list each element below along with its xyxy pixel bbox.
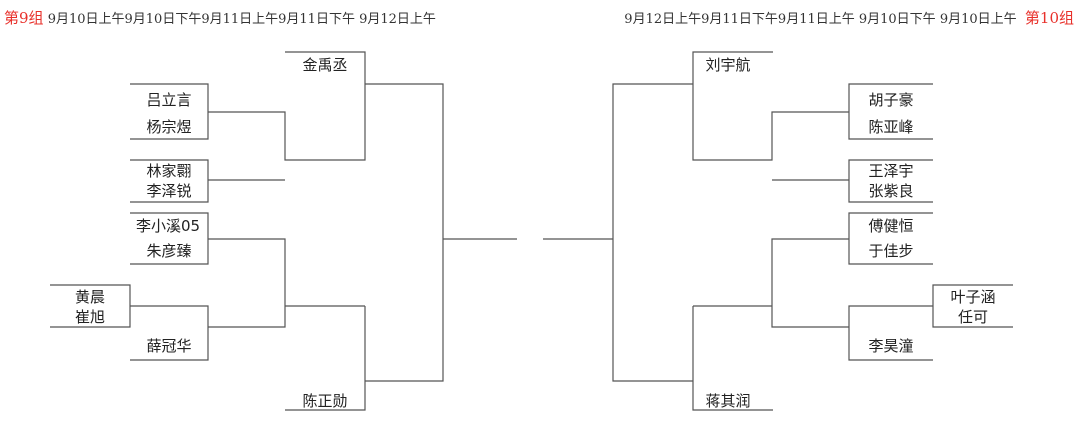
player-name: 李昊潼 [868,337,914,355]
player-name: 蒋其润 [705,392,751,410]
line-right-m1 [848,83,933,140]
player-name: 叶子涵 [950,288,996,306]
line-right-m2 [848,159,933,203]
line-left-final [365,83,444,382]
player-name: 林家翾 [146,162,192,180]
line-left-q2 [208,238,286,328]
line-right-top-semi [692,51,849,161]
player-name: 傅健恒 [868,217,914,235]
player-name: 崔旭 [74,308,105,326]
line-left-m2 [130,159,209,203]
group-10-label: 第10组 [1024,9,1074,27]
player-name: 吕立言 [146,91,192,109]
player-name: 张紫良 [868,182,914,200]
line-left-bottom-semi [285,306,366,411]
player-name: 于佳步 [868,242,914,260]
line-left-m5 [130,305,209,361]
player-name: 李泽锐 [146,182,192,200]
left-schedule: 9月10日上午9月10日下午9月11日上午9月11日下午 9月12日上午 [47,12,436,27]
line-right-final [612,83,693,382]
player-name: 金禹丞 [302,56,348,74]
player-name: 任可 [957,308,988,326]
player-name: 李小溪05 [135,217,201,235]
player-name: 王泽宇 [868,162,914,180]
line-right-m4 [932,284,1013,328]
line-left-top-semi [208,51,366,161]
player-name: 陈亚峰 [868,118,914,136]
line-left-m1 [130,83,209,140]
line-right-bottom-semi [692,306,773,411]
player-name: 刘宇航 [705,56,751,74]
line-right-m5 [848,305,933,361]
left-header: 第9组 9月10日上午9月10日下午9月11日上午9月11日下午 9月12日上午 [4,7,436,28]
line-right-q2 [771,238,849,328]
player-name: 胡子豪 [868,91,914,109]
right-schedule: 9月12日上午9月11日下午9月11日上午 9月10日下午 9月10日上午 [624,12,1017,27]
player-name: 杨宗煜 [146,118,192,136]
player-name: 朱彦臻 [146,242,192,260]
right-header: 9月12日上午9月11日下午9月11日上午 9月10日下午 9月10日上午 第1… [624,7,1074,28]
player-name: 陈正勋 [302,392,348,410]
line-left-m4 [50,284,131,328]
group-9-label: 第9组 [4,9,44,27]
player-name: 黄晨 [74,288,105,306]
player-name: 薛冠华 [146,337,192,355]
